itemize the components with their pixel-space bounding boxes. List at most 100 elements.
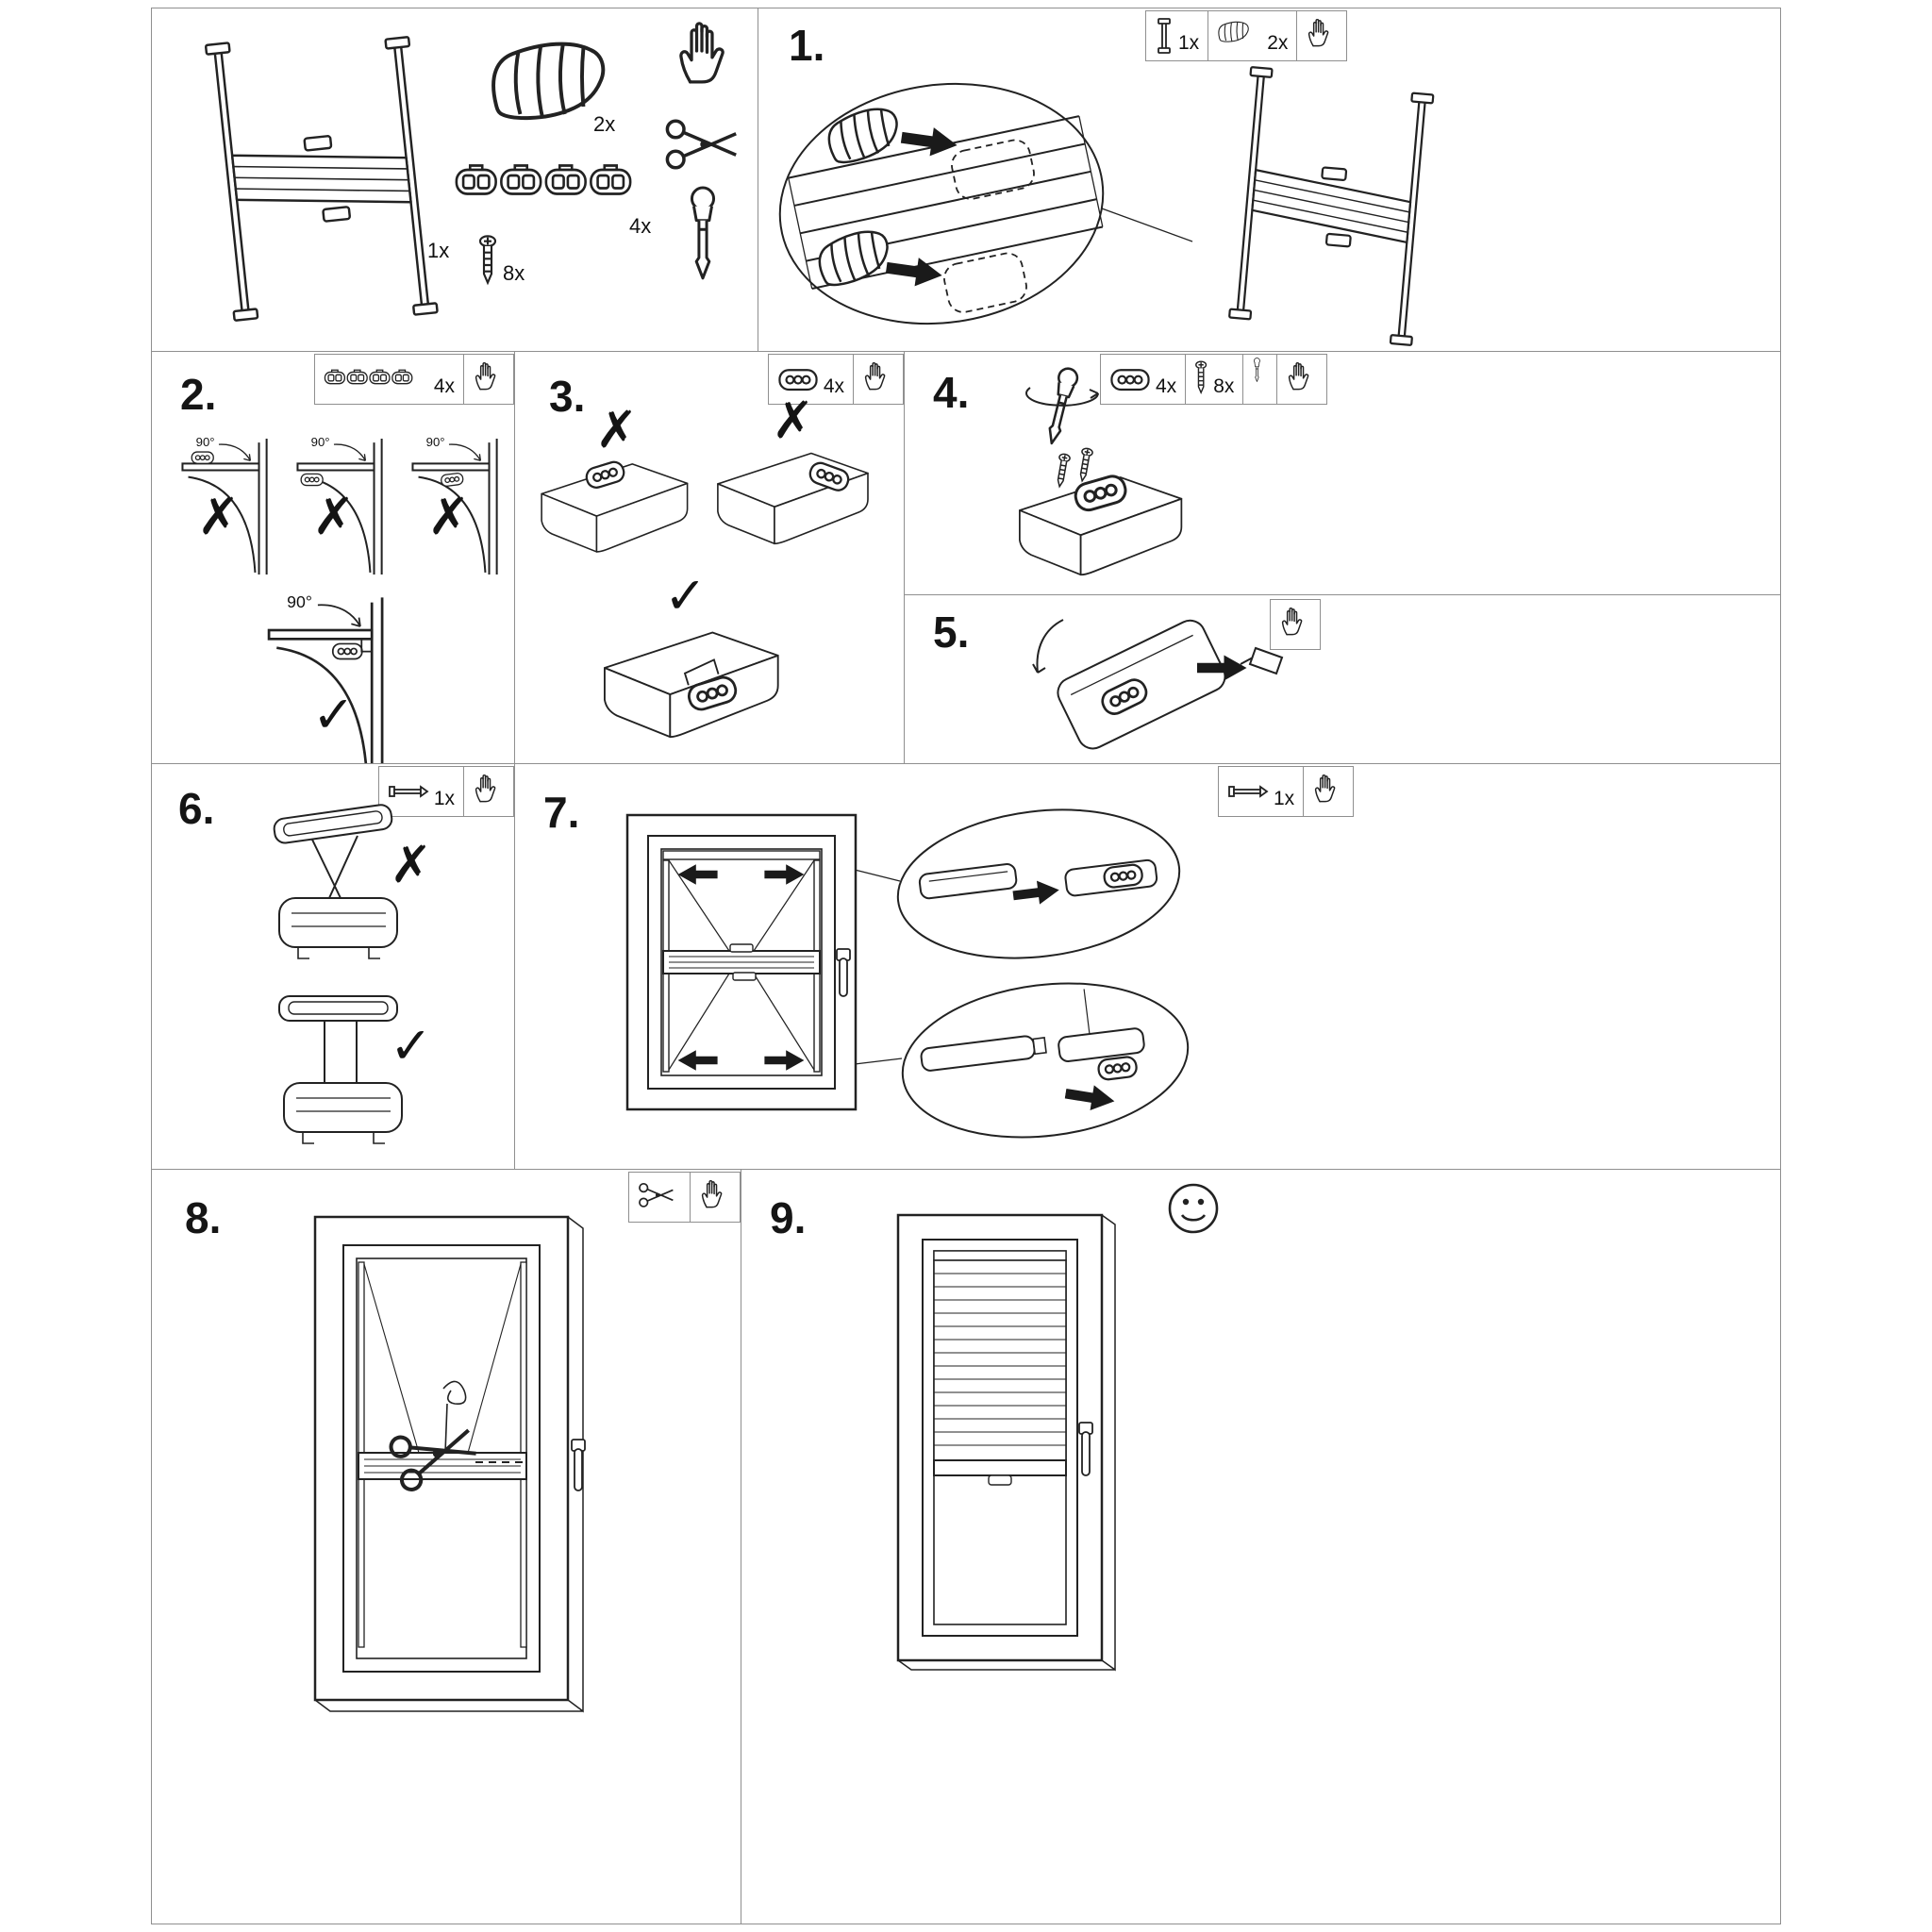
- smiley-face-icon: [1168, 1183, 1219, 1234]
- panel-step-5: 5.: [904, 594, 1781, 764]
- step-4-number: 4.: [933, 368, 970, 417]
- step-6-number: 6.: [178, 784, 215, 833]
- wrong-mark: ✗: [390, 837, 433, 893]
- part-pin: 1x: [379, 767, 464, 816]
- correct-pin-diagram: [278, 995, 403, 1144]
- window-install-drawing: [625, 813, 858, 1111]
- pin-qty: 1x: [433, 788, 455, 809]
- bottom-rail-callout: [901, 982, 1190, 1139]
- removed-part: [1240, 646, 1284, 675]
- shade-bottom-rail: [933, 1459, 1067, 1476]
- wrong-mount-diagram-3: 90°: [411, 435, 498, 575]
- window-cut-cord-drawing: [313, 1215, 586, 1713]
- hand-icon: [1289, 361, 1309, 391]
- step-4-required-parts: 4x 8x: [1100, 354, 1328, 405]
- step-6-required-parts: 1x: [377, 766, 514, 817]
- part-side-rail: 1x: [1146, 11, 1209, 60]
- panel-parts-overview: 1x 2x 4x 8x: [151, 8, 758, 352]
- step-5-required-parts: [1270, 599, 1321, 650]
- scissors-icon: [639, 1182, 675, 1208]
- blind-qty-label: 1x: [427, 239, 450, 262]
- wrong-mount-diagram-2: 90°: [296, 435, 383, 575]
- step-5-illustration: [1032, 619, 1284, 750]
- hand-icon: [1308, 18, 1329, 47]
- hand-icon: [864, 361, 886, 391]
- scissors-icon: [665, 119, 738, 170]
- bracket-icon: [778, 369, 818, 391]
- part-pin: 1x: [1219, 767, 1305, 816]
- step-2-number: 2.: [180, 370, 217, 419]
- rotate-arrow: [1025, 387, 1099, 407]
- side-rail-qty: 1x: [1178, 32, 1200, 54]
- part-bracket: 4x: [769, 355, 854, 404]
- step-1-number: 1.: [789, 21, 825, 70]
- panel-step-2: 2. 4x 90° 90° 90° ✗: [151, 351, 515, 764]
- part-bracket: 4x: [1101, 355, 1187, 404]
- pin-qty: 1x: [1274, 788, 1295, 809]
- panel-step-7: 7. 1x: [514, 763, 1781, 1170]
- bracket-strip-qty: 4x: [433, 375, 455, 397]
- step-3-number: 3.: [549, 372, 586, 421]
- screwdriver-icon: [690, 186, 716, 280]
- blind-unit-drawing: [204, 23, 439, 335]
- bracket-strip-drawing: [455, 164, 632, 195]
- angle-label: 90°: [196, 435, 215, 449]
- step-7-number: 7.: [543, 788, 580, 837]
- excess-cord: [442, 1380, 467, 1454]
- step-9-number: 9.: [770, 1193, 807, 1242]
- hand-cell: [464, 767, 513, 816]
- pivot-arrow: [1032, 619, 1064, 674]
- part-bracket-strip: 4x: [315, 355, 464, 404]
- hand-cell: [691, 1173, 740, 1222]
- wrong-mark: ✗: [427, 489, 471, 545]
- correct-mount-diagram: 90°: [267, 592, 384, 763]
- scissors-cell: [629, 1173, 691, 1222]
- panel-step-8: 8.: [151, 1169, 741, 1924]
- bracket-qty: 4x: [823, 375, 844, 397]
- part-clip: 2x: [1208, 11, 1298, 60]
- wrong-pin-diagram: [273, 804, 398, 959]
- screw-drawing: [478, 235, 497, 284]
- step-8-number: 8.: [185, 1193, 222, 1242]
- shade-grip-tab: [988, 1474, 1012, 1486]
- panel-step-1: 1. 1x 2x: [758, 8, 1781, 352]
- clip-qty-label: 2x: [593, 112, 616, 136]
- step-1-required-parts: 1x 2x: [1145, 10, 1348, 61]
- hand-icon: [475, 361, 496, 391]
- hand-cell: [1297, 11, 1346, 60]
- angle-label: 90°: [287, 592, 312, 611]
- pin-icon: [388, 786, 428, 797]
- clip-part-drawing: [491, 42, 606, 121]
- step-1-illustration: [778, 65, 1436, 347]
- insert-arrow-top: [899, 123, 959, 160]
- angle-label: 90°: [311, 435, 330, 449]
- screw-qty: 8x: [1213, 375, 1235, 397]
- angle-label: 90°: [426, 435, 445, 449]
- hand-icon: [679, 22, 724, 84]
- panel-step-9: 9.: [741, 1169, 1781, 1924]
- correct-bracket-diagram: [604, 631, 779, 739]
- wrong-mount-diagram-1: 90°: [181, 435, 268, 575]
- correct-mark: ✓: [312, 687, 356, 743]
- panel-step-3: 3. 4x ✗ ✗ ✓: [514, 351, 905, 764]
- panel-step-6: 6. 1x ✗: [151, 763, 515, 1170]
- top-rail-callout: [896, 808, 1181, 959]
- insert-arrow-bottom: [884, 253, 944, 291]
- wrong-mark: ✗: [197, 489, 241, 545]
- correct-mark: ✓: [390, 1018, 433, 1074]
- window-handle: [1081, 1431, 1091, 1476]
- wrong-bracket-diagram-2: [717, 452, 869, 545]
- side-rail-icon: [1158, 18, 1171, 54]
- clip-icon: [1218, 21, 1249, 42]
- clip-qty: 2x: [1267, 32, 1289, 54]
- wrong-mark: ✗: [772, 392, 815, 449]
- step-8-required-parts: [628, 1172, 741, 1223]
- window-handle: [839, 958, 848, 997]
- hand-cell: [464, 355, 513, 404]
- wrong-bracket-diagram-1: [541, 458, 689, 553]
- hand-cell: [854, 355, 903, 404]
- correct-mark: ✓: [664, 568, 708, 625]
- step-5-number: 5.: [933, 608, 970, 657]
- screw-qty-label: 8x: [503, 261, 525, 285]
